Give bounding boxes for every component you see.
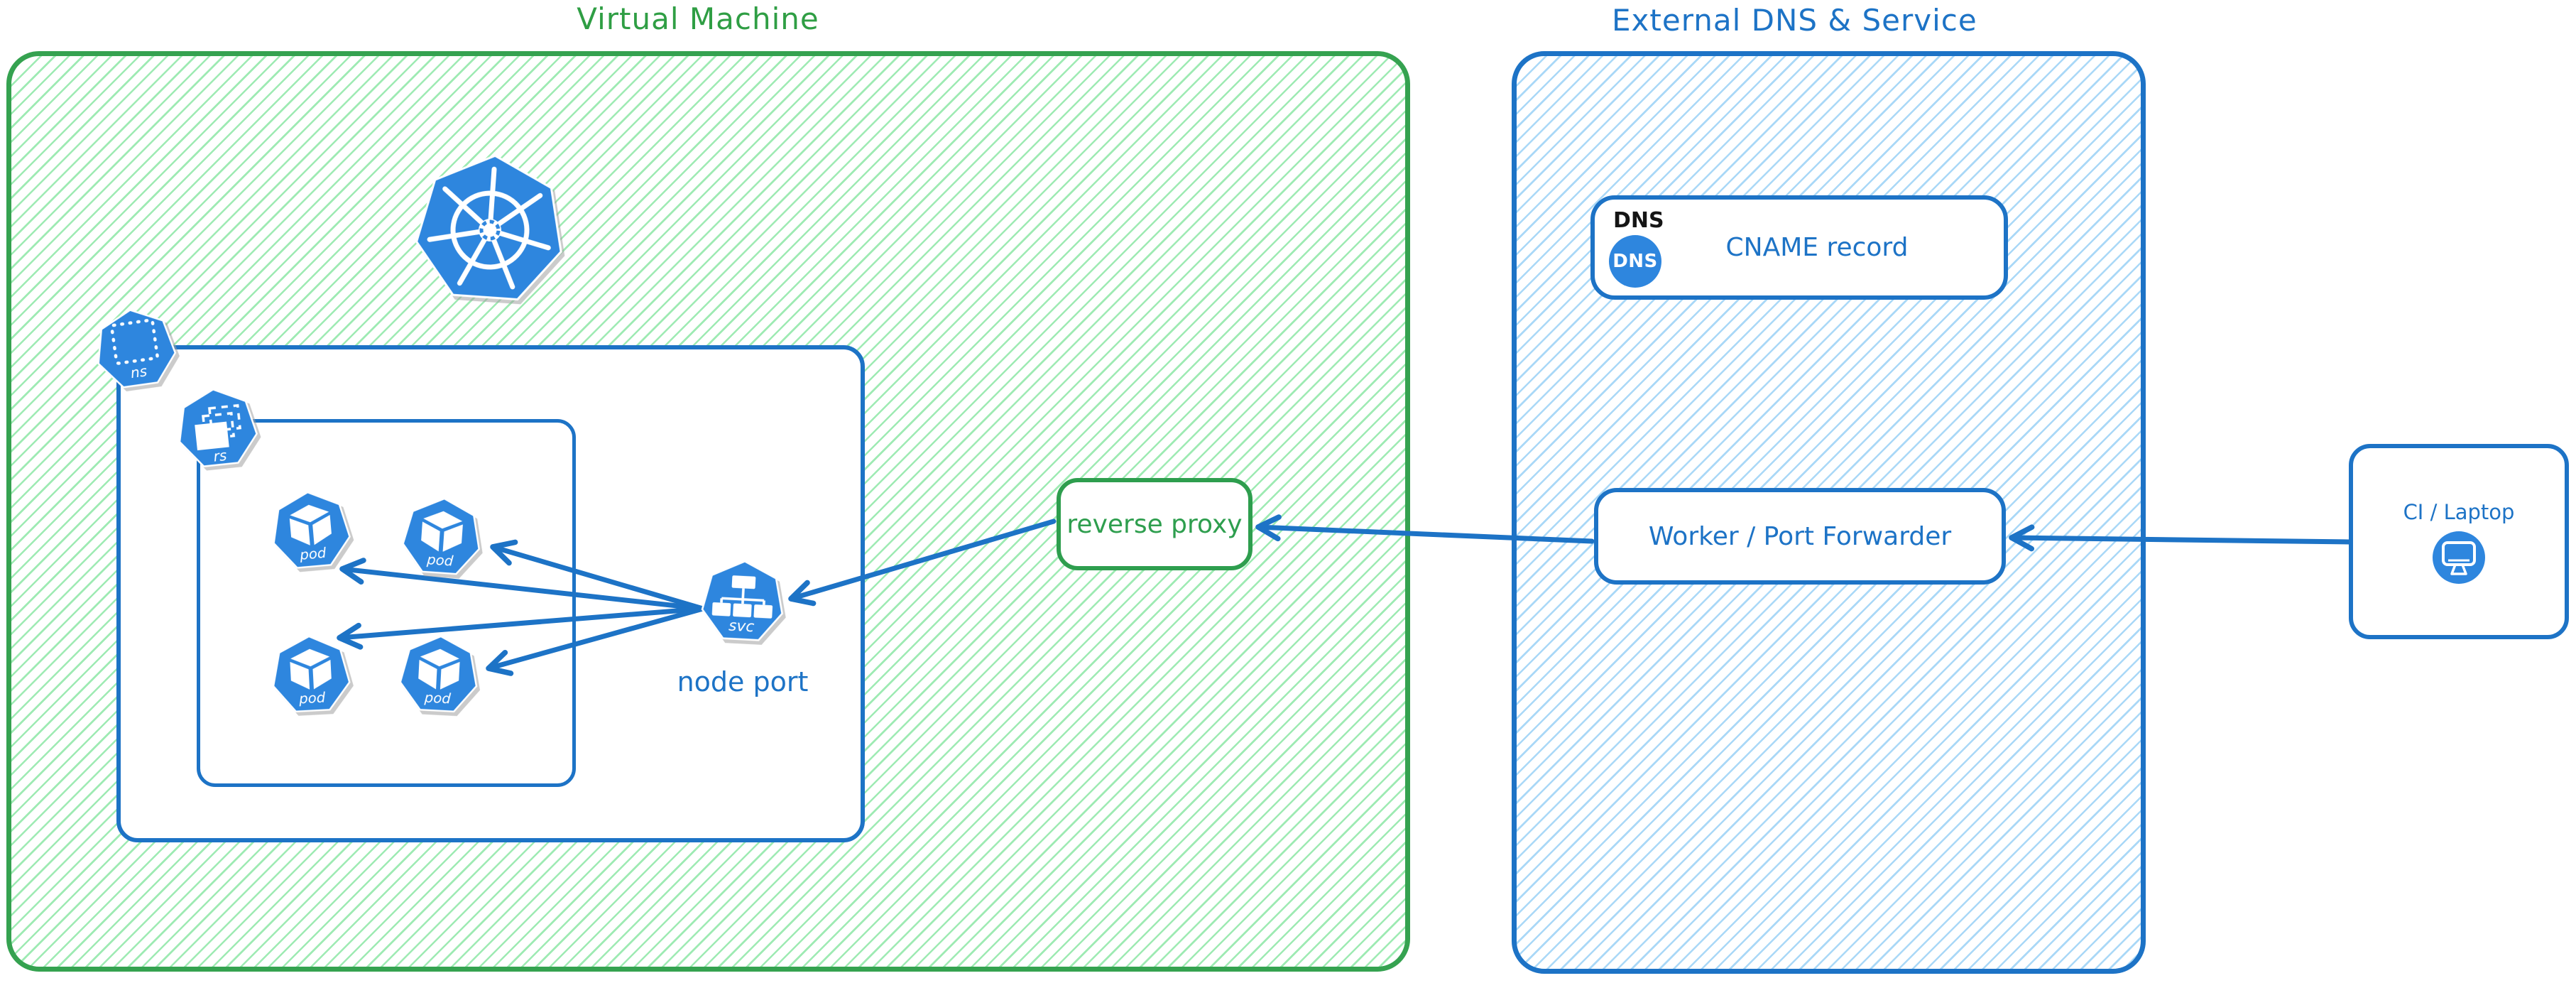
laptop-icon xyxy=(2433,531,2485,584)
pod-icon: pod xyxy=(273,491,351,569)
namespace-icon-label: ns xyxy=(129,362,148,381)
reverse-proxy-label: reverse proxy xyxy=(1066,509,1243,539)
service-icon: svc xyxy=(701,560,783,641)
dns-cname-card: DNS DNS CNAME record xyxy=(1590,195,2008,300)
node-port-caption: node port xyxy=(677,666,809,697)
ci-laptop-box: CI / Laptop xyxy=(2349,444,2569,639)
cname-record-label: CNAME record xyxy=(1725,233,1909,262)
dns-card-tag: DNS xyxy=(1613,208,1664,233)
virtual-machine-title: Virtual Machine xyxy=(577,1,819,36)
svg-text:pod: pod xyxy=(298,545,327,563)
dns-icon: DNS xyxy=(1609,235,1661,288)
replicaset-boundary-box xyxy=(197,419,576,787)
external-dns-service-title: External DNS & Service xyxy=(1612,3,1977,38)
dns-icon-text: DNS xyxy=(1612,251,1658,272)
worker-port-forwarder-box: Worker / Port Forwarder xyxy=(1594,488,2006,585)
worker-port-forwarder-label: Worker / Port Forwarder xyxy=(1648,521,1952,551)
svg-text:pod: pod xyxy=(426,551,454,570)
namespace-icon: ns xyxy=(97,309,177,389)
svg-text:pod: pod xyxy=(423,689,452,707)
pod-icon: pod xyxy=(402,497,481,575)
replicaset-icon-label: rs xyxy=(212,447,227,465)
replicaset-icon: rs xyxy=(178,388,258,467)
kubernetes-logo-icon xyxy=(415,154,562,301)
service-icon-label: svc xyxy=(728,617,755,636)
ci-laptop-label: CI / Laptop xyxy=(2403,499,2515,524)
reverse-proxy-box: reverse proxy xyxy=(1057,478,1252,570)
svg-text:pod: pod xyxy=(298,689,327,707)
pod-icon: pod xyxy=(399,635,478,713)
pod-icon: pod xyxy=(272,635,351,713)
monitor-icon xyxy=(2442,541,2476,575)
